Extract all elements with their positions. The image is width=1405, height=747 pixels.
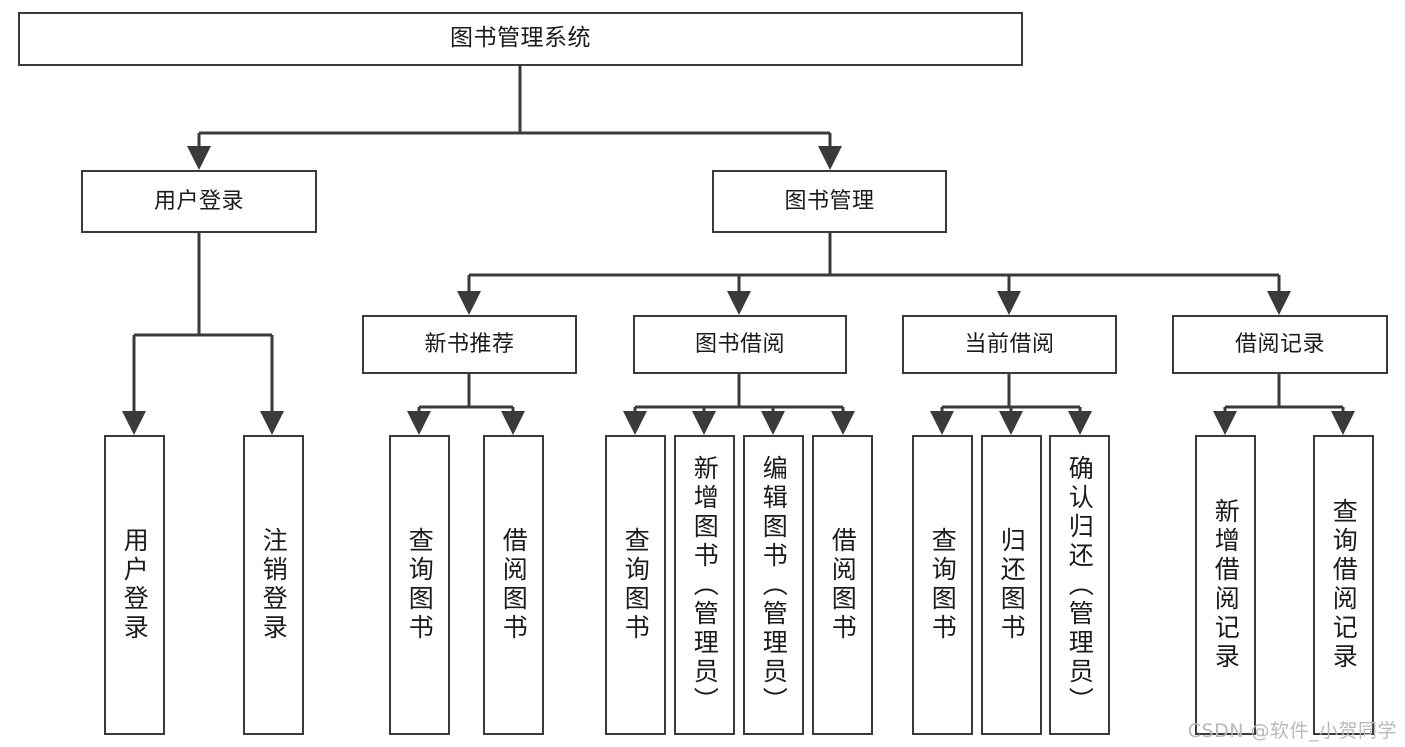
node-root-book-management-system[interactable]: 图书管理系统	[18, 12, 1023, 66]
node-book-borrow[interactable]: 图书借阅	[633, 315, 847, 374]
node-label: 图书管理系统	[450, 25, 591, 52]
leaf-query-borrow-record[interactable]: 查询借阅记录	[1313, 435, 1374, 735]
csdn-watermark: CSDN @软件_小贺同学	[1187, 720, 1397, 742]
node-user-login[interactable]: 用户登录	[81, 170, 317, 233]
node-label: 新增图书（管理员）	[690, 454, 720, 716]
leaf-borrow-book-2[interactable]: 借阅图书	[812, 435, 873, 735]
node-label: 借阅图书	[499, 527, 529, 643]
node-label: 编辑图书（管理员）	[759, 454, 789, 716]
node-label: 确认归还（管理员）	[1065, 454, 1095, 716]
leaf-add-book[interactable]: 新增图书（管理员）	[674, 435, 735, 735]
leaf-query-book-3[interactable]: 查询图书	[912, 435, 973, 735]
node-label: 用户登录	[153, 188, 244, 214]
node-label: 新增借阅记录	[1211, 498, 1241, 672]
node-label: 注销登录	[259, 527, 289, 643]
node-label: 用户登录	[120, 527, 150, 643]
node-label: 借阅图书	[828, 527, 858, 643]
node-new-book-recommendation[interactable]: 新书推荐	[362, 315, 577, 374]
node-label: 新书推荐	[424, 331, 515, 357]
node-label: 当前借阅	[964, 331, 1055, 357]
leaf-return-book[interactable]: 归还图书	[981, 435, 1042, 735]
node-label: 查询图书	[405, 527, 435, 643]
leaf-user-login[interactable]: 用户登录	[104, 435, 165, 735]
node-borrow-record[interactable]: 借阅记录	[1172, 315, 1388, 374]
leaf-add-borrow-record[interactable]: 新增借阅记录	[1195, 435, 1256, 735]
leaf-borrow-book-1[interactable]: 借阅图书	[483, 435, 544, 735]
node-label: 图书借阅	[694, 331, 785, 357]
node-current-borrow[interactable]: 当前借阅	[902, 315, 1117, 374]
leaf-edit-book[interactable]: 编辑图书（管理员）	[743, 435, 804, 735]
node-label: 图书管理	[784, 188, 875, 214]
leaf-query-book-2[interactable]: 查询图书	[605, 435, 666, 735]
node-label: 归还图书	[997, 527, 1027, 643]
node-label: 借阅记录	[1234, 331, 1325, 357]
node-book-management[interactable]: 图书管理	[712, 170, 947, 233]
node-label: 查询借阅记录	[1329, 498, 1359, 672]
node-label: 查询图书	[621, 527, 651, 643]
leaf-logout[interactable]: 注销登录	[243, 435, 304, 735]
node-label: 查询图书	[928, 527, 958, 643]
leaf-confirm-return[interactable]: 确认归还（管理员）	[1049, 435, 1110, 735]
leaf-query-book-1[interactable]: 查询图书	[389, 435, 450, 735]
